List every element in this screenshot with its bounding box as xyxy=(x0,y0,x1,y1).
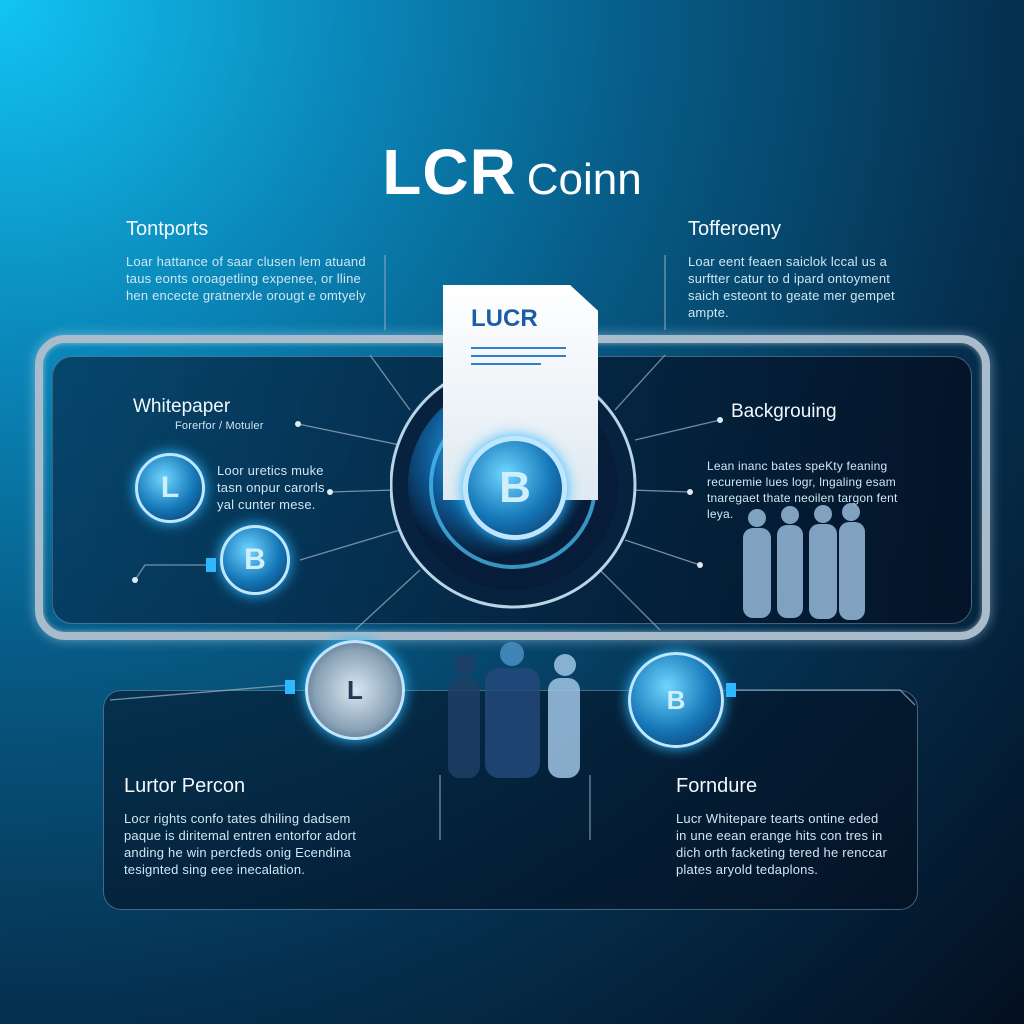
text-line: Locr rights confo tates dhiling dadsem xyxy=(124,811,351,826)
section-heading: Forndure xyxy=(676,775,758,797)
text-line: tasn onpur carorls xyxy=(217,480,325,495)
coin-l-icon: L xyxy=(135,453,205,523)
text-line: Lean inanc bates speKty feaning xyxy=(707,459,888,473)
text-line: hen encecte gratnerxle orougt e omtyely xyxy=(126,288,366,303)
section-heading: Whitepaper xyxy=(133,396,231,417)
text-line: anding he win percfeds onig Ecendina xyxy=(124,845,351,860)
team-people-icon xyxy=(743,503,865,620)
text-line: saich esteont to geate mer gempet xyxy=(688,288,895,303)
section-background: Backgrouing xyxy=(731,401,837,423)
text-line: tnaregaet thate neoilen targon fent xyxy=(707,491,898,505)
text-line: ampte. xyxy=(688,305,729,320)
text-line: plates aryold tedaplons. xyxy=(676,862,819,877)
section-heading: Tofferoeny xyxy=(688,218,782,240)
section-heading: Tontports xyxy=(126,218,209,240)
document-line xyxy=(471,363,541,365)
text-line: dich orth facketing tered he renccar xyxy=(676,845,887,860)
bitcoin-icon: B xyxy=(628,652,724,748)
text-line: in une eean erange hits con tres in xyxy=(676,828,883,843)
section-heading: Lurtor Percon xyxy=(124,775,246,797)
whitepaper-text: Loor uretics muke tasn onpur carorls yal… xyxy=(217,462,325,513)
section-bottom-left: Lurtor Percon Locr rights confo tates dh… xyxy=(124,775,356,878)
text-line: Loar eent feaen saiclok lccal us a xyxy=(688,254,888,269)
section-subtitle: Forerfor / Motuler xyxy=(175,420,264,432)
text-line: Loor uretics muke xyxy=(217,463,324,478)
section-top-left: Tontports Loar hattance of saar clusen l… xyxy=(126,218,366,304)
bottom-panel xyxy=(103,690,918,910)
document-line xyxy=(471,355,566,357)
text-line: surftter catur to d ipard ontoyment xyxy=(688,271,891,286)
people-silhouettes-icon xyxy=(448,642,580,778)
document-line xyxy=(471,347,566,349)
document-label: LUCR xyxy=(471,305,538,332)
section-whitepaper: Whitepaper Forerfor / Motuler xyxy=(133,396,264,435)
section-top-right: Tofferoeny Loar eent feaen saiclok lccal… xyxy=(688,218,895,321)
title-regular: Coinn xyxy=(526,155,642,204)
text-line: recuremie lues logr, lngaling esam xyxy=(707,475,896,489)
text-line: Lucr Whitepare tearts ontine eded xyxy=(676,811,879,826)
text-line: leya. xyxy=(707,507,734,521)
text-line: Loar hattance of saar clusen lem atuand xyxy=(126,254,366,269)
section-heading: Backgrouing xyxy=(731,401,837,422)
coin-l-silver-icon: L xyxy=(305,640,405,740)
text-line: paque is diritemal entren entorfor adort xyxy=(124,828,357,843)
title-bold: LCR xyxy=(382,136,517,208)
text-line: yal cunter mese. xyxy=(217,497,316,512)
coin-b-icon: B xyxy=(220,525,290,595)
bitcoin-center-icon: B xyxy=(463,436,567,540)
text-line: tesignted sing eee inecalation. xyxy=(124,862,306,877)
background-text: Lean inanc bates speKty feaning recuremi… xyxy=(707,458,897,522)
section-bottom-right: Forndure Lucr Whitepare tearts ontine ed… xyxy=(676,775,887,878)
text-line: taus eonts oroagetling expenee, or lline xyxy=(126,271,361,286)
